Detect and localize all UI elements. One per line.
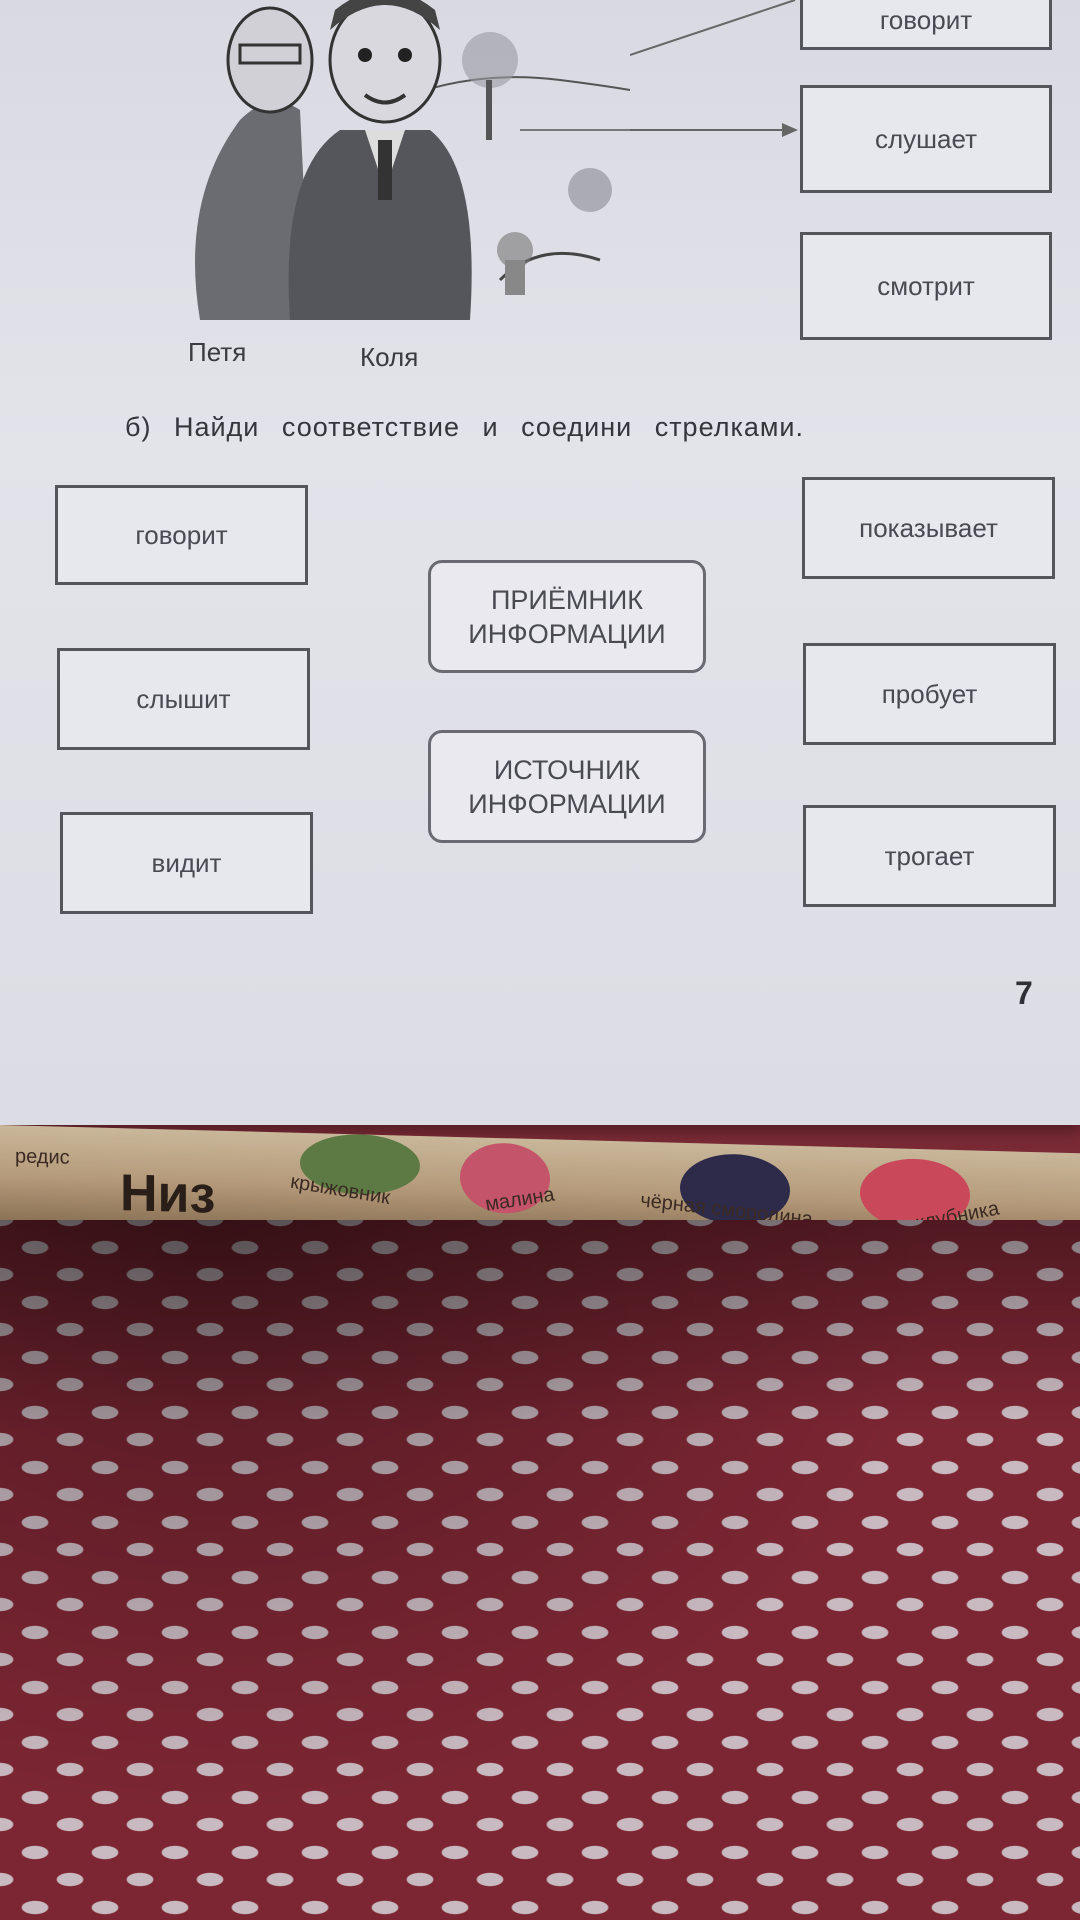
spine-label-radish: редис bbox=[15, 1145, 70, 1169]
right-box-tastes[interactable]: пробует bbox=[803, 643, 1056, 745]
arrows bbox=[630, 0, 798, 137]
right-box-touches[interactable]: трогает bbox=[803, 805, 1056, 907]
top-box-listens: слушает bbox=[800, 85, 1052, 193]
left-box-speaks[interactable]: говорит bbox=[55, 485, 308, 585]
name-petya: Петя bbox=[188, 337, 247, 367]
polka-dot-fabric bbox=[0, 1220, 1080, 1920]
spine-title: Низ bbox=[120, 1164, 216, 1225]
center-box-source[interactable]: ИСТОЧНИК ИНФОРМАЦИИ bbox=[428, 730, 706, 843]
page-number: 7 bbox=[1015, 975, 1033, 1011]
top-box-looks: смотрит bbox=[800, 232, 1052, 340]
center-box-receiver[interactable]: ПРИЁМНИК ИНФОРМАЦИИ bbox=[428, 560, 706, 673]
boys-illustration bbox=[195, 0, 630, 320]
left-box-sees[interactable]: видит bbox=[60, 812, 313, 914]
task-instruction: б) Найди соответствие и соедини стрелкам… bbox=[125, 412, 805, 442]
worksheet-page: говорит слушает смотрит Петя Коля б) Най… bbox=[0, 0, 1080, 1125]
name-kolya: Коля bbox=[360, 342, 419, 372]
top-box-speaks: говорит bbox=[800, 0, 1052, 50]
left-box-hears[interactable]: слышит bbox=[57, 648, 310, 750]
fabric-shadow bbox=[0, 1220, 1080, 1920]
right-box-shows[interactable]: показывает bbox=[802, 477, 1055, 579]
